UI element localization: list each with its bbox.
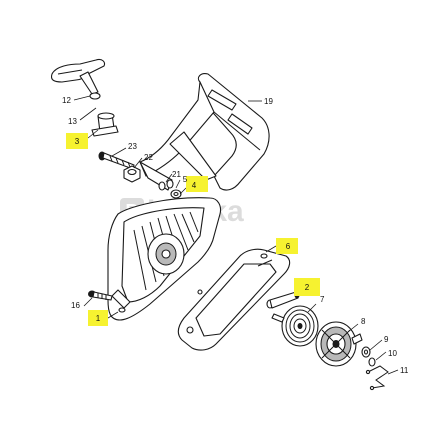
callout-23: 23 bbox=[128, 142, 137, 151]
bushing-21 bbox=[158, 179, 174, 191]
callout-4-highlight bbox=[186, 176, 208, 192]
washer-5 bbox=[170, 189, 182, 199]
spring-clip bbox=[365, 365, 389, 391]
hand-guard bbox=[139, 73, 270, 191]
callout-6: 6 bbox=[286, 242, 291, 251]
callout-3-highlight bbox=[66, 133, 88, 149]
callout-21: 21 bbox=[172, 170, 181, 179]
callout-13: 13 bbox=[68, 117, 77, 126]
callouts: 1 2 3 4 5 6 7 8 9 10 11 12 13 16 19 21 2… bbox=[62, 96, 409, 375]
rope-guide-bushing bbox=[91, 112, 119, 137]
callout-10: 10 bbox=[388, 349, 397, 358]
callout-12: 12 bbox=[62, 96, 71, 105]
washer-10 bbox=[368, 357, 376, 367]
starter-grip bbox=[50, 58, 106, 100]
callout-7: 7 bbox=[320, 295, 325, 304]
callout-4: 4 bbox=[192, 181, 197, 190]
callout-3: 3 bbox=[75, 137, 80, 146]
rewind-spring bbox=[271, 305, 319, 347]
callout-2: 2 bbox=[305, 283, 310, 292]
callout-8: 8 bbox=[361, 317, 366, 326]
callout-19: 19 bbox=[264, 97, 273, 106]
callout-22: 22 bbox=[144, 153, 153, 162]
callout-1-highlight bbox=[88, 310, 108, 326]
callout-5: 5 bbox=[183, 175, 188, 184]
callout-1: 1 bbox=[96, 314, 101, 323]
starter-housing bbox=[107, 197, 222, 321]
nut-22 bbox=[123, 165, 141, 183]
callout-6-highlight bbox=[276, 238, 298, 254]
callout-2-highlight bbox=[294, 278, 320, 296]
callout-9: 9 bbox=[384, 335, 389, 344]
callout-11: 11 bbox=[400, 366, 409, 375]
cover-plate bbox=[177, 248, 291, 351]
callout-16: 16 bbox=[71, 301, 80, 310]
screw-23 bbox=[98, 151, 135, 170]
screw-16 bbox=[88, 290, 113, 301]
rope-rotor bbox=[315, 321, 363, 367]
washer-9 bbox=[361, 346, 371, 358]
